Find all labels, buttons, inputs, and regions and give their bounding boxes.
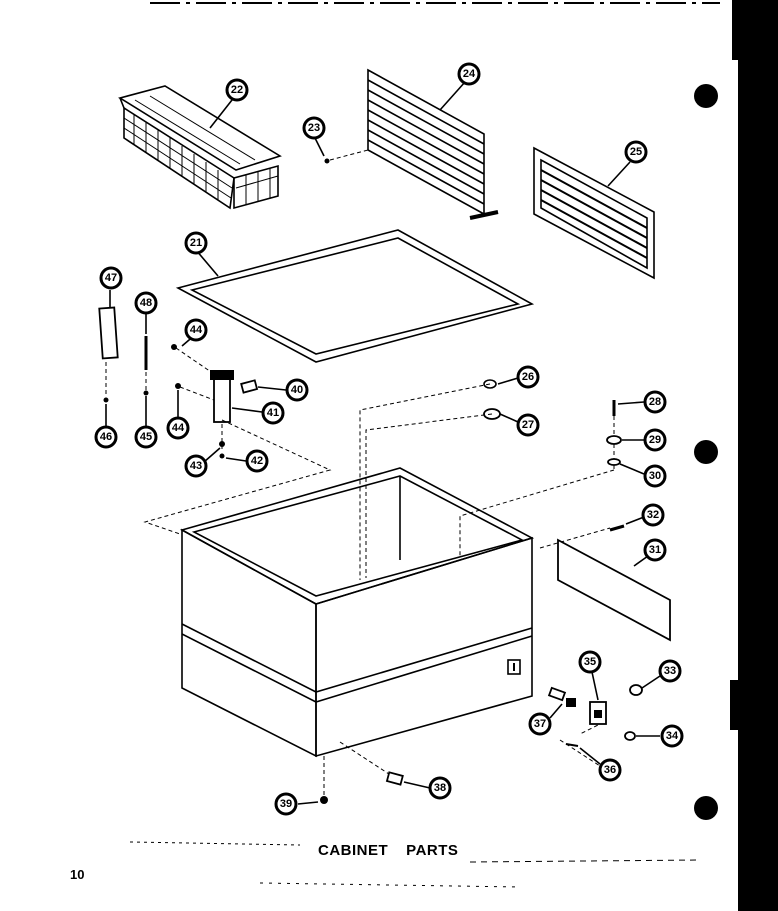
callout-44: 44: [184, 318, 208, 342]
svg-text:48: 48: [140, 297, 152, 309]
svg-text:37: 37: [534, 718, 546, 730]
callout-37: 37: [528, 712, 552, 736]
svg-text:40: 40: [291, 384, 303, 396]
callout-28: 28: [643, 390, 667, 414]
svg-text:34: 34: [666, 730, 679, 742]
svg-text:44: 44: [172, 422, 185, 434]
cabinet-body: [179, 467, 535, 758]
svg-text:35: 35: [584, 656, 596, 668]
callout-26: 26: [516, 365, 540, 389]
svg-text:36: 36: [604, 764, 616, 776]
part-48-rod: [143, 314, 149, 426]
svg-text:21: 21: [190, 237, 202, 249]
part-23-screw: [324, 149, 369, 164]
callout-48: 48: [134, 291, 158, 315]
callout-27: 27: [516, 413, 540, 437]
callout-25: 25: [624, 140, 648, 164]
part-28-screw: [606, 400, 645, 475]
callout-39: 39: [274, 792, 298, 816]
part-31-side-panel: [557, 516, 671, 642]
part-26-lamp-clip: [483, 377, 519, 423]
caption-word-cabinet: CABINET: [318, 842, 389, 859]
page-number: 10: [70, 867, 85, 882]
part-25-grille: [533, 146, 655, 280]
callout-24: 24: [457, 62, 481, 86]
callout-35: 35: [578, 650, 602, 674]
svg-text:32: 32: [647, 509, 659, 521]
svg-text:29: 29: [649, 434, 661, 446]
svg-text:27: 27: [522, 419, 534, 431]
callout-21: 21: [184, 231, 208, 255]
callout-31: 31: [643, 538, 667, 562]
svg-text:41: 41: [267, 407, 279, 419]
part-35-switch-assembly: [547, 671, 661, 765]
part-41-hinge-assembly: [171, 333, 287, 463]
svg-text:26: 26: [522, 371, 534, 383]
svg-text:31: 31: [649, 544, 661, 556]
svg-text:45: 45: [140, 431, 152, 443]
svg-text:23: 23: [308, 122, 320, 134]
callout-38: 38: [428, 776, 452, 800]
svg-text:33: 33: [664, 665, 676, 677]
callout-44-lower: 44: [166, 416, 190, 440]
callout-46: 46: [94, 425, 118, 449]
callout-30: 30: [643, 464, 667, 488]
callout-47: 47: [99, 266, 123, 290]
part-47-hinge-plate: [98, 290, 119, 426]
svg-text:24: 24: [463, 68, 476, 80]
callout-40: 40: [285, 378, 309, 402]
callout-36: 36: [598, 758, 622, 782]
diagram-caption: CABINET PARTS: [318, 842, 458, 859]
callout-41: 41: [261, 401, 285, 425]
svg-text:39: 39: [280, 798, 292, 810]
svg-text:46: 46: [100, 431, 112, 443]
callout-43: 43: [184, 454, 208, 478]
svg-text:47: 47: [105, 272, 117, 284]
part-38-bumper: [297, 771, 431, 805]
part-24-divider: [367, 68, 499, 220]
svg-text:25: 25: [630, 146, 642, 158]
callout-23: 23: [302, 116, 326, 140]
callout-33: 33: [658, 659, 682, 683]
svg-text:22: 22: [231, 84, 243, 96]
callout-42: 42: [245, 449, 269, 473]
svg-text:44: 44: [190, 324, 203, 336]
callout-29: 29: [643, 428, 667, 452]
callout-22: 22: [225, 78, 249, 102]
callout-34: 34: [660, 724, 684, 748]
svg-text:30: 30: [649, 470, 661, 482]
svg-text:42: 42: [251, 455, 263, 467]
caption-word-parts: PARTS: [406, 842, 459, 859]
callout-45: 45: [134, 425, 158, 449]
svg-text:43: 43: [190, 460, 202, 472]
callout-32: 32: [641, 503, 665, 527]
svg-text:38: 38: [434, 782, 446, 794]
svg-text:28: 28: [649, 396, 661, 408]
part-21-gasket: [175, 229, 535, 363]
scan-artifacts: [129, 0, 778, 911]
part-22-wire-basket: [118, 85, 282, 210]
